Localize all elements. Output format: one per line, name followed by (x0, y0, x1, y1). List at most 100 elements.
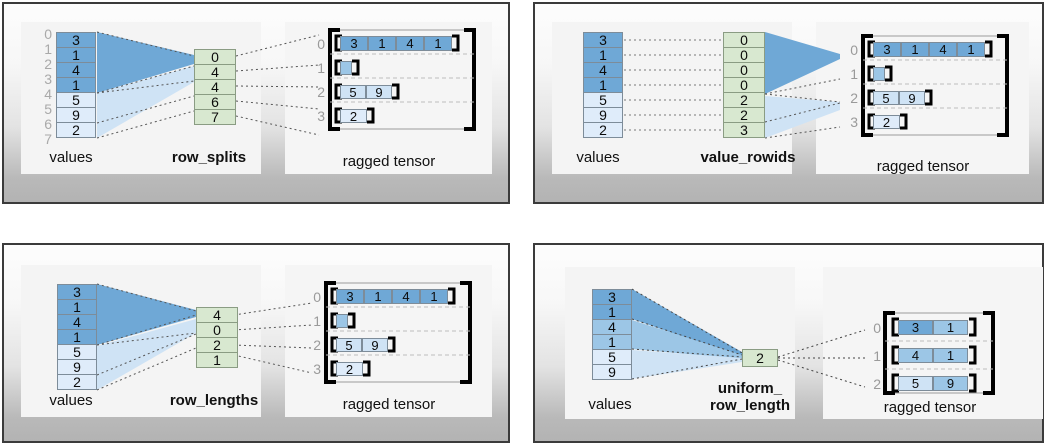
value-cell: 9 (592, 364, 632, 380)
encoding-cell: 0 (723, 77, 765, 93)
value-cell: 3 (56, 32, 96, 48)
ragged-cell: 3 (340, 36, 368, 51)
encoding-cell: 2 (723, 107, 765, 123)
ragged-cell: 1 (933, 320, 968, 335)
value-cell: 2 (56, 122, 96, 138)
encoding-label-value-rowids: value_rowids (700, 149, 796, 166)
ragged-row-index: 3 (850, 114, 858, 130)
encoding-label-row-lengths: row_lengths (169, 392, 259, 409)
encoding-cell: 0 (723, 47, 765, 63)
value-cell: 4 (57, 314, 97, 330)
encoding-cell: 7 (194, 109, 236, 125)
encoding-label-row-splits: row_splits (171, 149, 247, 166)
ragged-cell: 3 (873, 42, 901, 57)
value-cell: 1 (583, 77, 623, 93)
panel-row-lengths: 3 1 4 1 5 9 2 4 0 (2, 243, 510, 443)
ragged-row-index: 1 (850, 66, 858, 82)
ragged-row-index: 2 (313, 337, 321, 353)
encoding-cell: 2 (196, 337, 238, 353)
ragged-cell: 3 (336, 289, 364, 304)
value-cell: 5 (56, 92, 96, 108)
ragged-cell: 9 (933, 376, 968, 391)
panel-row-splits: 0 1 2 3 4 5 6 7 3 1 4 1 5 9 2 (2, 2, 510, 204)
ragged-cell: 4 (392, 289, 420, 304)
value-index-6: 6 (44, 116, 52, 132)
ragged-row-index: 2 (873, 376, 881, 392)
ragged-cell: 3 (898, 320, 933, 335)
values-label: values (49, 392, 93, 409)
value-cell: 1 (56, 47, 96, 63)
value-index-4: 4 (44, 86, 52, 102)
ragged-cell: 1 (368, 36, 396, 51)
value-cell: 1 (57, 329, 97, 345)
ragged-row-index: 0 (317, 36, 325, 52)
value-cell: 4 (583, 62, 623, 78)
ragged-cell: 4 (929, 42, 957, 57)
ragged-cell: 9 (366, 85, 392, 99)
encoding-cell: 0 (723, 32, 765, 48)
ragged-row-index: 0 (850, 42, 858, 58)
ragged-cell: 9 (362, 338, 388, 352)
encoding-label-uniform: uniform_ row_length (709, 380, 790, 414)
ragged-row-index: 3 (317, 108, 325, 124)
value-cell: 2 (583, 122, 623, 138)
ragged-cell: 1 (901, 42, 929, 57)
ragged-row-index: 1 (873, 348, 881, 364)
value-cell: 1 (57, 299, 97, 315)
ragged-cell: 1 (420, 289, 448, 304)
ragged-cell: 2 (340, 109, 367, 123)
encoding-cell: 2 (723, 92, 765, 108)
ragged-cell: 1 (424, 36, 452, 51)
value-cell: 1 (583, 47, 623, 63)
encoding-cell: 4 (194, 64, 236, 80)
panel-uniform-row-length: 3 1 4 1 5 9 2 (533, 243, 1044, 443)
panel-value-rowids: 3 1 4 1 5 9 2 (533, 2, 1044, 204)
values-label: values (576, 149, 620, 166)
value-cell: 1 (56, 77, 96, 93)
encoding-cell: 0 (194, 49, 236, 65)
ragged-cell-empty (873, 67, 885, 81)
ragged-cell: 1 (933, 348, 968, 363)
value-index-5: 5 (44, 101, 52, 117)
value-index-2: 2 (44, 56, 52, 72)
value-cell: 5 (592, 349, 632, 365)
encoding-cell: 4 (194, 79, 236, 95)
value-index-7: 7 (44, 131, 52, 147)
ragged-cell: 2 (336, 362, 363, 376)
ragged-row-index: 1 (317, 60, 325, 76)
values-label: values (49, 149, 93, 166)
ragged-label: ragged tensor (883, 399, 977, 416)
encoding-cell: 0 (723, 62, 765, 78)
encoding-cell: 6 (194, 94, 236, 110)
encoding-cell: 2 (742, 349, 778, 367)
value-cell: 4 (592, 319, 632, 335)
ragged-label: ragged tensor (342, 153, 436, 170)
ragged-cell: 4 (898, 348, 933, 363)
encoding-cell: 1 (196, 352, 238, 368)
value-cell: 9 (57, 359, 97, 375)
value-cell: 2 (57, 374, 97, 390)
ragged-cell: 5 (340, 85, 366, 99)
value-cell: 9 (583, 107, 623, 123)
ragged-label: ragged tensor (342, 396, 436, 413)
encoding-cell: 3 (723, 122, 765, 138)
value-cell: 9 (56, 107, 96, 123)
ragged-row-index: 1 (313, 313, 321, 329)
value-cell: 3 (592, 289, 632, 305)
ragged-row-index: 0 (313, 289, 321, 305)
ragged-cell: 1 (364, 289, 392, 304)
ragged-cell: 2 (873, 115, 900, 129)
value-cell: 4 (56, 62, 96, 78)
ragged-cell-empty (340, 61, 352, 75)
value-cell: 3 (57, 284, 97, 300)
value-cell: 3 (583, 32, 623, 48)
ragged-cell: 5 (898, 376, 933, 391)
value-index-3: 3 (44, 71, 52, 87)
ragged-cell: 9 (899, 91, 925, 105)
value-cell: 5 (583, 92, 623, 108)
value-index-0: 0 (44, 26, 52, 42)
ragged-row-index: 2 (850, 90, 858, 106)
ragged-cell: 5 (873, 91, 899, 105)
ragged-cell: 1 (957, 42, 985, 57)
